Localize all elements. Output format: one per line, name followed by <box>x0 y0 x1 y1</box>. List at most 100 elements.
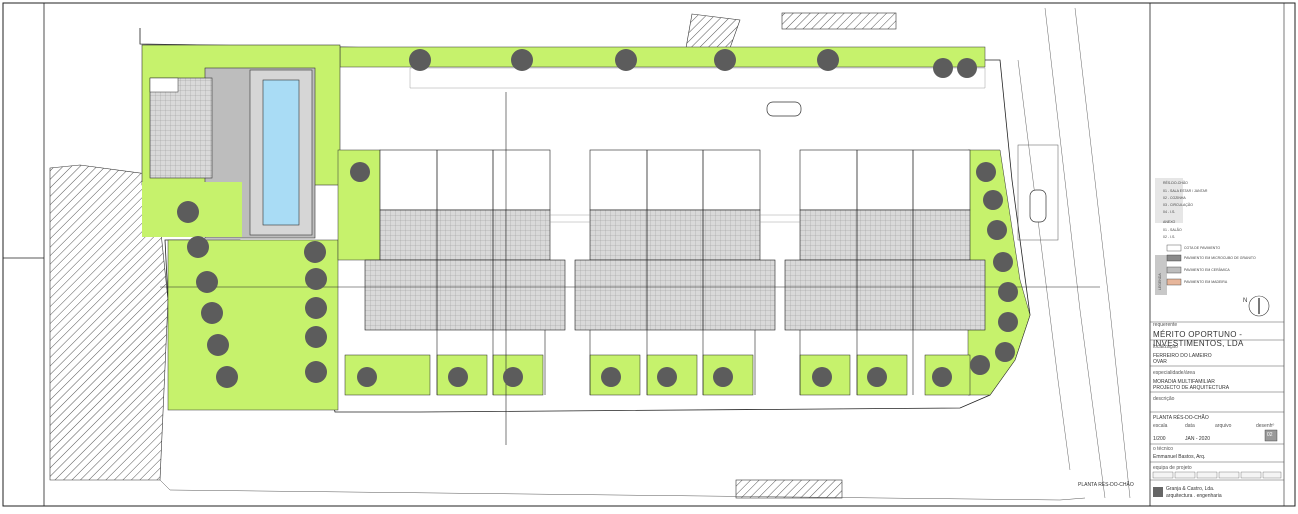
house-block <box>589 209 761 261</box>
legend-material: PAVIMENTO EM MICROCUBO DE GRANITO <box>1184 256 1256 260</box>
house-block <box>364 259 566 331</box>
scale-value: 1/200 <box>1153 436 1166 442</box>
description-label: descrição <box>1153 396 1175 402</box>
date-value: JAN - 2020 <box>1185 436 1211 442</box>
tree-canopy <box>207 334 229 356</box>
tree-canopy <box>993 252 1013 272</box>
tree-canopy <box>196 271 218 293</box>
legend-header: RÉS-DO-CHÃO <box>1163 181 1188 185</box>
plan-element <box>1262 471 1282 479</box>
tree-canopy <box>304 241 326 263</box>
tree-canopy <box>177 201 199 223</box>
plan-element <box>1264 429 1278 442</box>
plan-element <box>1029 189 1047 223</box>
scale-label: escala <box>1153 423 1168 429</box>
plan-element <box>1166 254 1182 262</box>
location-line-1: FERREIRO DO LAMEIRO <box>1153 353 1212 359</box>
plan-element <box>1166 266 1182 274</box>
house-block <box>799 149 971 211</box>
plan-element <box>339 46 986 68</box>
technician-label: o técnico <box>1153 446 1174 452</box>
tree-canopy <box>448 367 468 387</box>
tree-canopy <box>305 297 327 319</box>
tree-canopy <box>357 367 377 387</box>
tree-canopy <box>998 282 1018 302</box>
archive-label: arquivo <box>1215 423 1232 429</box>
date-label: data <box>1185 423 1195 429</box>
tree-canopy <box>305 326 327 348</box>
tree-canopy <box>601 367 621 387</box>
tree-canopy <box>970 355 990 375</box>
plan-element <box>1155 178 1183 223</box>
plan-element <box>1240 471 1262 479</box>
legend-material: PAVIMENTO EM MADEIRA <box>1184 280 1228 284</box>
location-line-2: OVAR <box>1153 359 1167 365</box>
plan-element <box>1017 144 1059 241</box>
tree-canopy <box>714 49 736 71</box>
tree-canopy <box>987 220 1007 240</box>
tree-canopy <box>817 49 839 71</box>
legend-tag: LEGENDA <box>1158 273 1162 290</box>
legend-item: 02 - COZINHA <box>1163 196 1186 200</box>
legend-material: COTA DE PAVIMENTO <box>1184 246 1221 250</box>
team-label: equipa de projeto <box>1153 465 1192 471</box>
tree-canopy <box>812 367 832 387</box>
plan-element <box>781 12 897 30</box>
tree-canopy <box>867 367 887 387</box>
tree-canopy <box>201 302 223 324</box>
location-label: localização <box>1153 344 1178 350</box>
house-block <box>379 149 551 211</box>
plan-element <box>1166 244 1182 252</box>
tree-canopy <box>511 49 533 71</box>
tree-canopy <box>187 236 209 258</box>
tree-canopy <box>998 312 1018 332</box>
plan-element <box>1153 487 1163 497</box>
legend-item: 02 - I.S. <box>1163 235 1176 239</box>
tree-canopy <box>305 268 327 290</box>
plan-element <box>1152 471 1174 479</box>
north-arrow-label: N <box>1243 298 1248 304</box>
plan-element <box>167 239 339 411</box>
tree-canopy <box>957 58 977 78</box>
tree-canopy <box>713 367 733 387</box>
plan-element <box>1218 471 1240 479</box>
tree-canopy <box>503 367 523 387</box>
legend-item: 01 - SALÃO <box>1163 228 1182 232</box>
plan-element <box>1017 59 1071 471</box>
drawing-number: 02 <box>1267 432 1273 438</box>
tree-canopy <box>932 367 952 387</box>
specialty-label: especialidade/área <box>1153 370 1195 376</box>
tree-canopy <box>216 366 238 388</box>
plan-element <box>409 67 986 89</box>
project-line-2: PROJECTO DE ARQUITECTURA <box>1153 385 1230 391</box>
plan-element <box>967 149 1031 396</box>
plan-element <box>2 2 1296 507</box>
plan-element <box>1196 471 1218 479</box>
legend-material: PAVIMENTO EM CERÂMICA <box>1184 268 1230 272</box>
plan-element <box>159 479 1086 501</box>
legend-header-annex: ANEXO <box>1163 220 1176 224</box>
project-line-1: MORADIA MULTIFAMILIAR <box>1153 379 1215 385</box>
drawing-label: desenhº <box>1256 423 1275 429</box>
house-block <box>784 259 986 331</box>
house-block <box>799 209 971 261</box>
house-block <box>589 149 761 211</box>
house-block <box>379 209 551 261</box>
house-block <box>574 259 776 331</box>
plan-element <box>1166 278 1182 286</box>
tree-canopy <box>933 58 953 78</box>
firm-name: Granja & Castro, Lda. <box>1166 486 1215 492</box>
tree-canopy <box>983 190 1003 210</box>
plan-element <box>1155 255 1167 295</box>
plan-element <box>1044 7 1106 499</box>
plan-element <box>1074 7 1131 499</box>
plan-element <box>262 79 300 226</box>
requerente-label: requerente <box>1153 322 1178 328</box>
plan-element <box>685 13 741 49</box>
tree-canopy <box>305 361 327 383</box>
tree-canopy <box>409 49 431 71</box>
plan-element <box>149 77 179 93</box>
plan-element <box>149 77 213 179</box>
